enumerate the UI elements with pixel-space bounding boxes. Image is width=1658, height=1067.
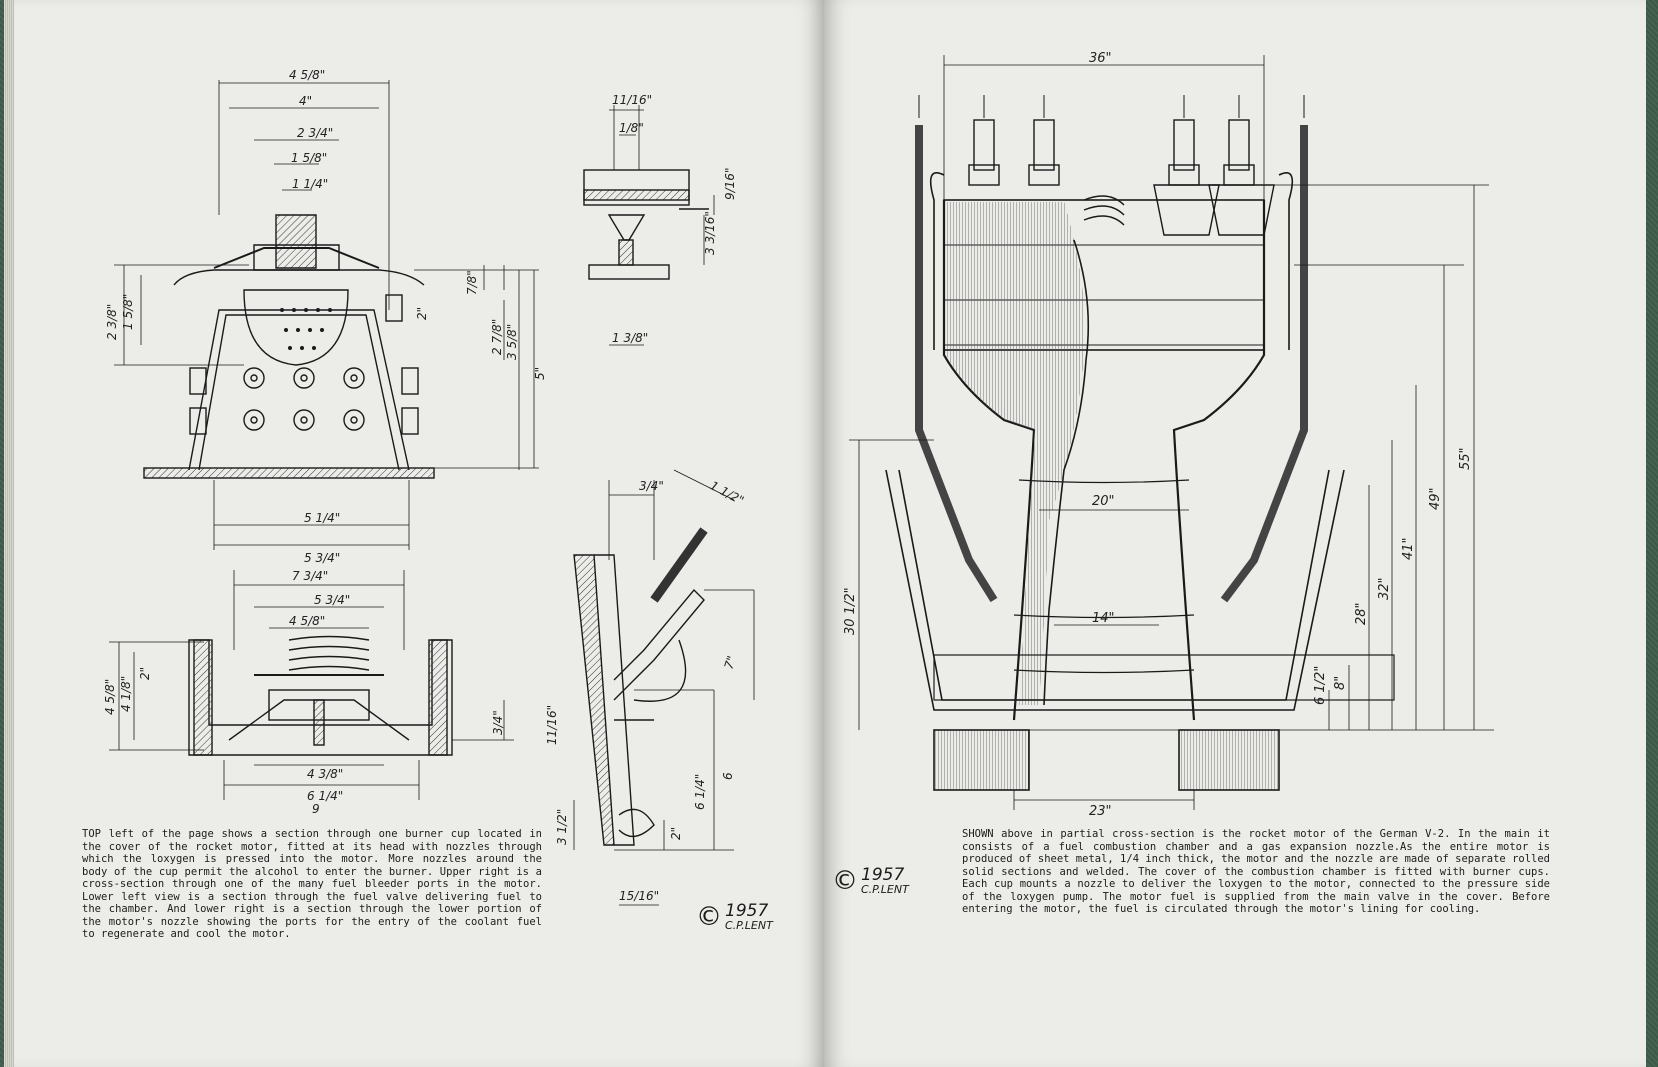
dim-label: 41" <box>1401 537 1416 560</box>
dim-label: 4" <box>299 94 312 108</box>
dim-label: 11/16" <box>612 93 652 107</box>
dim-label: 2 7/8" <box>490 319 504 355</box>
copyright-symbol: © <box>832 866 858 896</box>
right-caption: SHOWN above in partial cross-section is … <box>962 828 1550 915</box>
dim-label: 2" <box>669 827 683 840</box>
left-page-drawings: 4 5/8" 4" 2 3/4" 1 5/8" 1 1/4" 2 3/8" 1 … <box>103 68 755 906</box>
left-copyright: © 1957 C.P.LENT <box>696 902 773 932</box>
dim-label: 49" <box>1428 487 1443 510</box>
dim-label: 4 1/8" <box>119 676 133 712</box>
dim-label: 30 1/2" <box>843 587 858 635</box>
dim-label: 2 3/8" <box>105 304 119 340</box>
dim-label: 4 3/8" <box>307 767 343 781</box>
dim-label: 5" <box>533 367 547 380</box>
dim-label: 5 1/4" <box>304 511 340 525</box>
nozzle-port-drawing <box>573 469 755 906</box>
dim-label: 7/8" <box>465 270 479 295</box>
page-edges <box>4 0 16 1067</box>
dim-label: 36" <box>1089 51 1112 66</box>
dim-label: 20" <box>1092 494 1115 509</box>
burner-cup-drawing <box>114 80 539 550</box>
dim-label: 2 3/4" <box>297 126 333 140</box>
dim-label: 14" <box>1092 611 1115 626</box>
dim-label: 2" <box>415 307 429 320</box>
dim-label: 1 5/8" <box>121 294 135 330</box>
copyright-year: 1957 <box>861 864 905 885</box>
dim-label: 4 5/8" <box>289 68 325 82</box>
copyright-symbol: © <box>696 902 722 932</box>
dim-label: 23" <box>1089 804 1112 819</box>
dim-label: 9/16" <box>723 168 737 200</box>
dim-label: 5 3/4" <box>314 593 350 607</box>
fuel-valve-drawing <box>109 570 514 800</box>
dim-label: 6 1/4" <box>307 789 343 803</box>
dim-label: 28" <box>1354 602 1369 625</box>
dim-label: 4 5/8" <box>103 679 117 715</box>
copyright-year: 1957 <box>725 900 769 921</box>
dim-label: 4 5/8" <box>289 614 325 628</box>
dim-label: 3 5/8" <box>505 324 519 360</box>
dim-label: 1 5/8" <box>291 151 327 165</box>
left-caption: TOP left of the page shows a section thr… <box>82 828 542 940</box>
dim-label: 5 3/4" <box>304 551 340 565</box>
dim-label: 8" <box>1333 676 1348 690</box>
dim-label: 55" <box>1458 447 1473 470</box>
dim-label: 11/16" <box>545 705 559 745</box>
dim-label: 9 <box>312 802 320 816</box>
dim-label: 6 1/2" <box>1313 666 1328 705</box>
copyright-name: C.P.LENT <box>725 918 773 932</box>
dim-label: 3/4" <box>639 479 664 493</box>
right-copyright: © 1957 C.P.LENT <box>832 866 909 896</box>
dim-label: 32" <box>1377 577 1392 600</box>
dim-label: 3 3/16" <box>703 211 717 255</box>
dim-label: 3 1/2" <box>555 809 569 845</box>
dim-label: 6 1/4" <box>693 774 707 810</box>
dim-label: 1 1/2" <box>708 478 747 507</box>
dim-label: 2" <box>138 667 152 680</box>
dim-label: 7 3/4" <box>292 569 328 583</box>
dim-label: 1 3/8" <box>612 331 648 345</box>
dim-label: 1/8" <box>619 121 644 135</box>
right-page: 36" 20" 14" 23" 30 1/2" 55" 49" 41" 32" … <box>824 0 1646 1067</box>
left-page: 4 5/8" 4" 2 3/4" 1 5/8" 1 1/4" 2 3/8" 1 … <box>14 0 824 1067</box>
dim-label: 6 <box>721 772 735 780</box>
bleeder-port-drawing <box>583 105 715 346</box>
dim-label: 15/16" <box>619 889 659 903</box>
dim-label: 1 1/4" <box>292 177 328 191</box>
rocket-motor-drawing: 36" 20" 14" 23" 30 1/2" 55" 49" 41" 32" … <box>843 51 1494 819</box>
copyright-name: C.P.LENT <box>861 882 909 896</box>
dim-label: 7" <box>722 654 739 671</box>
dim-label: 3/4" <box>491 710 505 735</box>
